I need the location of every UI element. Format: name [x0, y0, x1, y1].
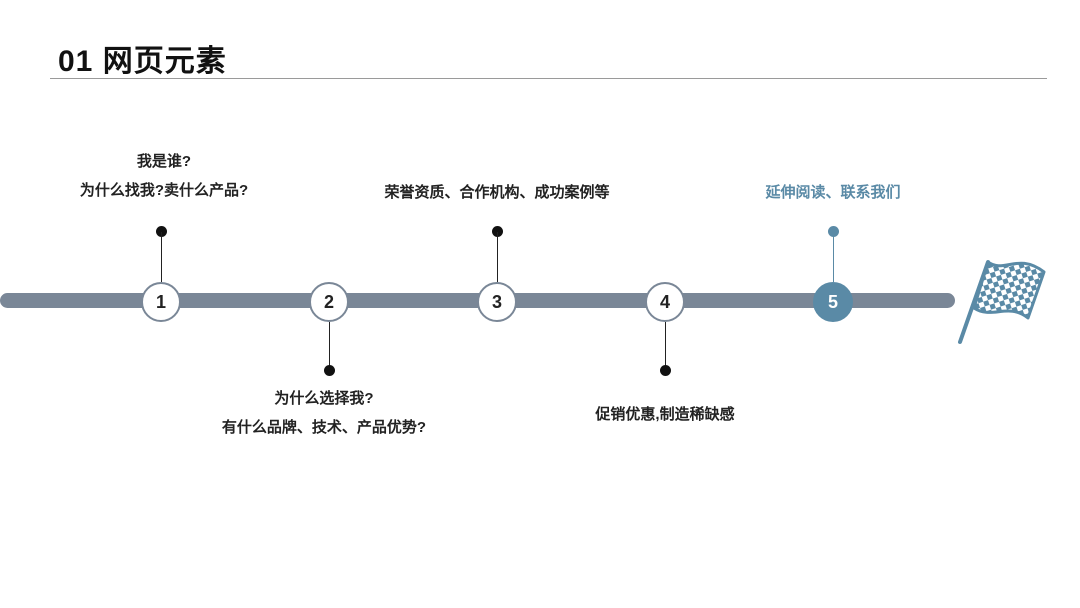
step-4-connector — [665, 322, 666, 370]
step-5-label: 延伸阅读、联系我们 — [733, 178, 933, 207]
title-divider — [50, 78, 1047, 79]
step-4-dot — [660, 365, 671, 376]
step-3-node: 3 — [477, 282, 517, 322]
step-2-connector — [329, 322, 330, 370]
step-4-label: 促销优惠,制造稀缺感 — [555, 400, 775, 429]
step-5-dot — [828, 226, 839, 237]
page-title: 01 网页元素 — [58, 45, 227, 78]
step-1-connector — [161, 232, 162, 282]
checkered-flag-icon — [958, 260, 1046, 344]
step-4-line-1: 促销优惠,制造稀缺感 — [595, 406, 735, 423]
step-5-connector — [833, 232, 834, 282]
step-2-dot — [324, 365, 335, 376]
step-5-line-1: 延伸阅读、联系我们 — [765, 184, 901, 201]
step-3-dot — [492, 226, 503, 237]
step-1-dot — [156, 226, 167, 237]
step-4-node: 4 — [645, 282, 685, 322]
step-2-node: 2 — [309, 282, 349, 322]
step-1-label: 我是谁? 为什么找我?卖什么产品? — [44, 147, 284, 205]
step-1-line-2: 为什么找我?卖什么产品? — [79, 182, 249, 199]
step-1-line-1: 我是谁? — [136, 153, 192, 170]
step-3-label: 荣誉资质、合作机构、成功案例等 — [377, 178, 617, 207]
step-3-connector — [497, 232, 498, 282]
step-2-line-2: 有什么品牌、技术、产品优势? — [221, 419, 427, 436]
step-5-node: 5 — [813, 282, 853, 322]
step-1-node: 1 — [141, 282, 181, 322]
step-2-line-1: 为什么选择我? — [274, 390, 374, 407]
step-2-label: 为什么选择我? 有什么品牌、技术、产品优势? — [194, 384, 454, 442]
step-3-line-1: 荣誉资质、合作机构、成功案例等 — [384, 184, 610, 201]
